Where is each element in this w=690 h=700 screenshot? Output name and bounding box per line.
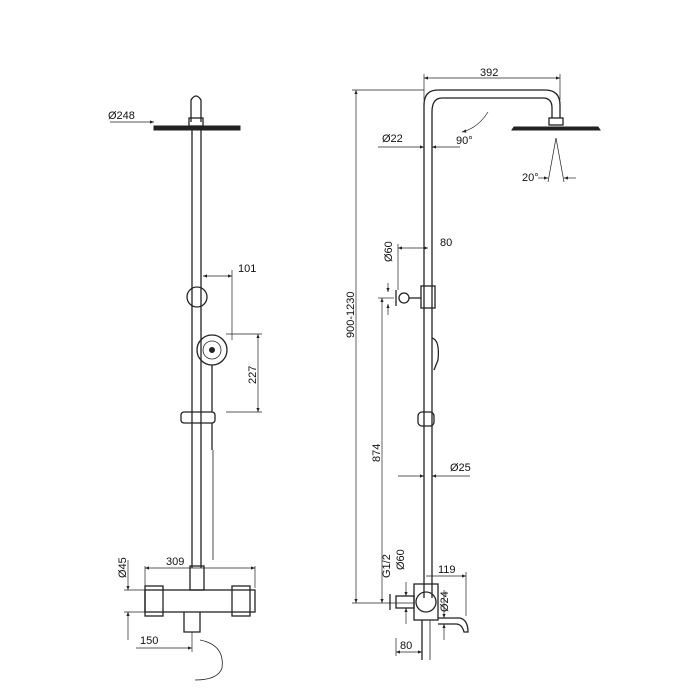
front-thermostat-body (144, 589, 256, 613)
dim-body-width: 309 (166, 556, 184, 568)
side-shower-head (511, 126, 601, 131)
side-thermostat-body (415, 591, 437, 613)
dim-spout-length: 119 (438, 564, 456, 576)
side-arm-inner (431, 97, 553, 118)
front-spout (183, 612, 201, 633)
side-head-mount (548, 117, 564, 126)
dim-arm-length: 392 (480, 67, 498, 79)
front-view (144, 95, 256, 681)
dim-inlet-spacing: 150 (140, 635, 158, 647)
dim-riser-diameter: Ø22 (382, 133, 403, 145)
side-body-housing (413, 583, 439, 621)
side-slider (417, 411, 435, 427)
front-body-left-handle (144, 585, 164, 617)
dim-wall-offset: 80 (400, 640, 412, 652)
front-riser-connector (189, 565, 205, 591)
side-handshower (431, 337, 440, 371)
front-body-right-handle (231, 585, 251, 617)
side-dimensions: 392 Ø22 90° 20° 80 Ø60 900-1230 874 Ø25 … (345, 67, 576, 656)
front-handshower-center (209, 347, 215, 353)
dim-spout-diameter: Ø24 (439, 591, 451, 612)
side-view (389, 89, 601, 660)
dim-head-diameter: Ø248 (108, 110, 135, 122)
front-head-mount (188, 117, 204, 127)
side-inlet (395, 595, 415, 609)
dim-bracket-side: 80 (440, 237, 452, 249)
side-arm-outer (423, 89, 561, 118)
front-hose-lower (194, 639, 223, 681)
front-riser-top (190, 95, 202, 122)
side-wall-bracket (398, 292, 410, 304)
front-handshower-inner (202, 340, 222, 360)
dim-body-height: Ø45 (117, 557, 129, 578)
dim-bracket-diameter: Ø60 (383, 241, 395, 262)
dim-slide-length: 874 (371, 444, 383, 462)
front-wall-bracket (186, 286, 208, 308)
dim-arm-angle: 90° (456, 135, 473, 147)
side-spout (438, 617, 469, 633)
side-upper-joint (420, 285, 436, 309)
dim-thread: G1/2 (381, 554, 393, 578)
dim-spray-angle: 20° (522, 172, 539, 184)
dim-rail-diameter: Ø25 (450, 462, 471, 474)
front-slider (180, 411, 216, 424)
dim-inlet-diameter: Ø60 (395, 549, 407, 570)
dim-handshower-height: 227 (247, 366, 259, 384)
dim-total-height: 900-1230 (345, 292, 357, 339)
front-dimensions: Ø248 101 227 309 Ø45 150 (108, 110, 262, 652)
dim-bracket-front: 101 (238, 263, 256, 275)
